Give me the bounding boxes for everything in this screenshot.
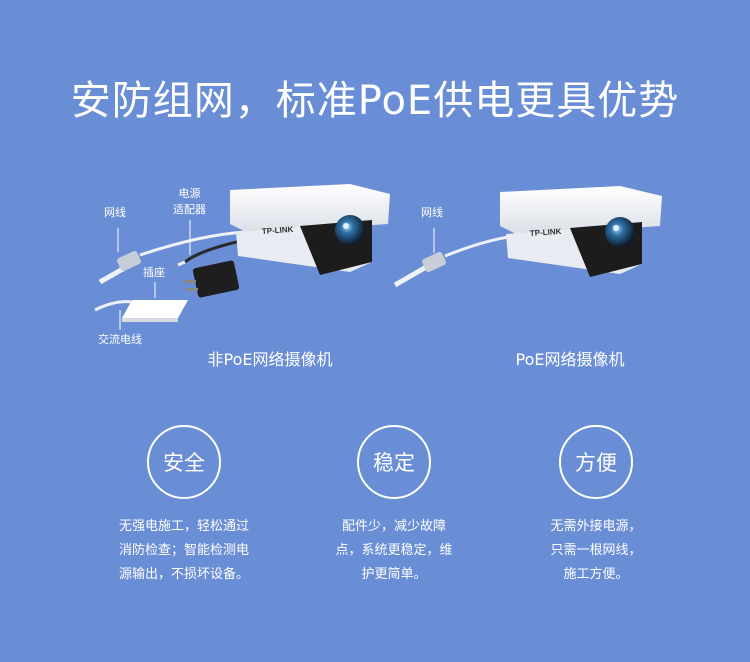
feature-convenience-line: 施工方便。	[563, 567, 629, 582]
feature-safety-line: 无强电施工，轻松通过	[118, 519, 249, 534]
left-power-cable	[177, 238, 246, 267]
camera-illustration: TP-LINK TP-LINK	[94, 184, 662, 330]
socket-icon	[94, 300, 188, 322]
feature-convenience-line: 只需一根网线，	[550, 543, 642, 558]
left-camera-brand: TP-LINK	[262, 225, 294, 236]
right-network-cable-label: 网线	[421, 206, 443, 219]
feature-safety-line: 消防检查；智能检测电	[118, 543, 249, 558]
left-leader-lines	[117, 220, 191, 330]
feature-convenience-line: 无需外接电源，	[550, 519, 642, 534]
page-headline: 安防组网，标准PoE供电更具优势	[70, 78, 680, 124]
feature-stability-circle: 稳定	[357, 425, 431, 499]
feature-stability-line: 点，系统更稳定，维	[335, 543, 453, 558]
feature-convenience: 方便 无需外接电源， 只需一根网线， 施工方便。	[496, 425, 696, 587]
right-camera-brand: TP-LINK	[530, 227, 562, 238]
power-adapter-label-line2: 适配器	[173, 203, 206, 216]
feature-stability-line: 护更简单。	[361, 567, 427, 582]
power-adapter-label: 电源 适配器	[173, 186, 206, 218]
left-bullet-camera: TP-LINK	[230, 184, 390, 275]
feature-convenience-circle: 方便	[559, 425, 633, 499]
ac-cable-label: 交流电线	[98, 333, 142, 346]
right-camera-caption: PoE网络摄像机	[515, 350, 625, 369]
feature-stability: 稳定 配件少，减少故障 点，系统更稳定，维 护更简单。	[294, 425, 494, 587]
feature-stability-description: 配件少，减少故障 点，系统更稳定，维 护更简单。	[294, 515, 494, 587]
power-adapter-label-line1: 电源	[178, 187, 201, 200]
feature-stability-line: 配件少，减少故障	[341, 519, 446, 534]
right-bullet-camera: TP-LINK	[500, 186, 662, 277]
power-adapter-icon	[184, 260, 240, 298]
feature-safety-circle: 安全	[147, 425, 221, 499]
feature-safety: 安全 无强电施工，轻松通过 消防检查；智能检测电 源输出，不损坏设备。	[84, 425, 284, 587]
feature-safety-description: 无强电施工，轻松通过 消防检查；智能检测电 源输出，不损坏设备。	[84, 515, 284, 587]
feature-safety-line: 源输出，不损坏设备。	[118, 567, 249, 582]
socket-label: 插座	[143, 266, 165, 279]
left-network-cable	[98, 230, 246, 285]
feature-convenience-description: 无需外接电源， 只需一根网线， 施工方便。	[496, 515, 696, 587]
left-camera-caption: 非PoE网络摄像机	[207, 350, 333, 369]
left-network-cable-label: 网线	[104, 206, 126, 219]
right-network-cable	[393, 228, 516, 288]
